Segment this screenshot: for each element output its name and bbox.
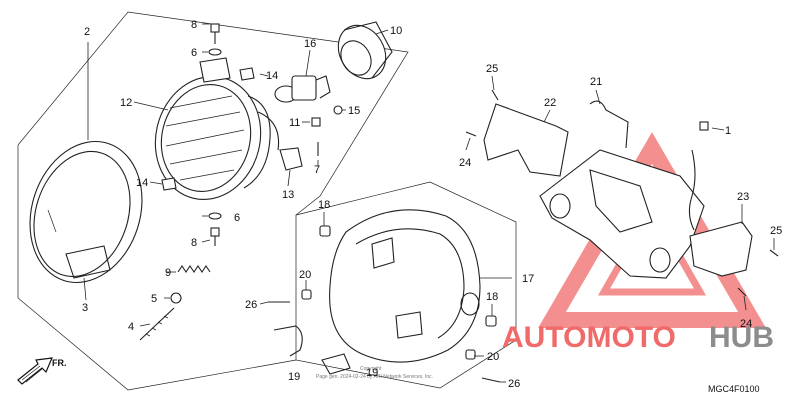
hardware-parts [139,23,779,383]
callout-9: 9 [165,267,171,279]
reference-code: MGC4F0100 [708,384,760,394]
bracket-assembly [483,100,753,279]
callout-numbers: 1 2 3 4 5 6 6 7 8 8 9 10 11 12 13 14 14 … [82,19,782,390]
callout-20-lower: 20 [487,351,499,363]
headlight-case [329,209,481,363]
callout-leaders [83,23,775,383]
callout-19-left: 19 [288,371,300,383]
callout-19-right: 19 [366,367,378,379]
watermark-text-part1: AUTOMOTO [502,321,676,354]
callout-7: 7 [314,164,320,176]
callout-17: 17 [522,273,534,285]
callout-2: 2 [84,26,90,38]
watermark-text: AUTOMOTO HUB [502,321,774,354]
copyright-line-1: Copyright [360,366,382,372]
callout-1: 1 [725,125,731,137]
box-outline-left [17,11,409,391]
bulb [274,75,331,103]
callout-15: 15 [348,105,360,117]
callout-14-top: 14 [266,70,278,82]
callout-5: 5 [151,293,157,305]
callout-8-top: 8 [191,19,197,31]
callout-3: 3 [82,302,88,314]
callout-23: 23 [737,191,749,203]
callout-11: 11 [289,117,300,129]
callout-14-left: 14 [136,177,148,189]
callout-6-top: 6 [191,47,197,59]
callout-8-bottom: 8 [191,237,197,249]
watermark-text-part2: HUB [709,321,774,354]
callout-22: 22 [544,97,556,109]
callout-12: 12 [120,97,132,109]
callout-4: 4 [128,321,134,333]
front-direction-arrow: FR. [17,357,67,385]
callout-24-left: 24 [459,157,471,169]
front-direction-label: FR. [52,358,67,368]
box-outline-center [295,181,517,389]
callout-16: 16 [304,38,316,50]
callout-18-upper: 18 [318,199,330,211]
callout-26-left: 26 [245,299,257,311]
callout-10: 10 [390,25,402,37]
callout-18-lower: 18 [486,291,498,303]
callout-6-bottom: 6 [234,212,240,224]
callout-25-right: 25 [770,225,782,237]
copyright-line-2: Page gen. 2024-02-24 by ARI Network Serv… [316,374,433,380]
callout-25-left: 25 [486,63,498,75]
callout-21: 21 [590,76,602,88]
callout-13: 13 [282,189,294,201]
callout-26-right: 26 [508,378,520,390]
callout-24-right: 24 [740,318,752,330]
headlight-rim-ring [29,140,143,284]
callout-20-upper: 20 [299,269,311,281]
headlight-lens-unit [154,57,280,201]
bulb-cover [337,21,393,80]
